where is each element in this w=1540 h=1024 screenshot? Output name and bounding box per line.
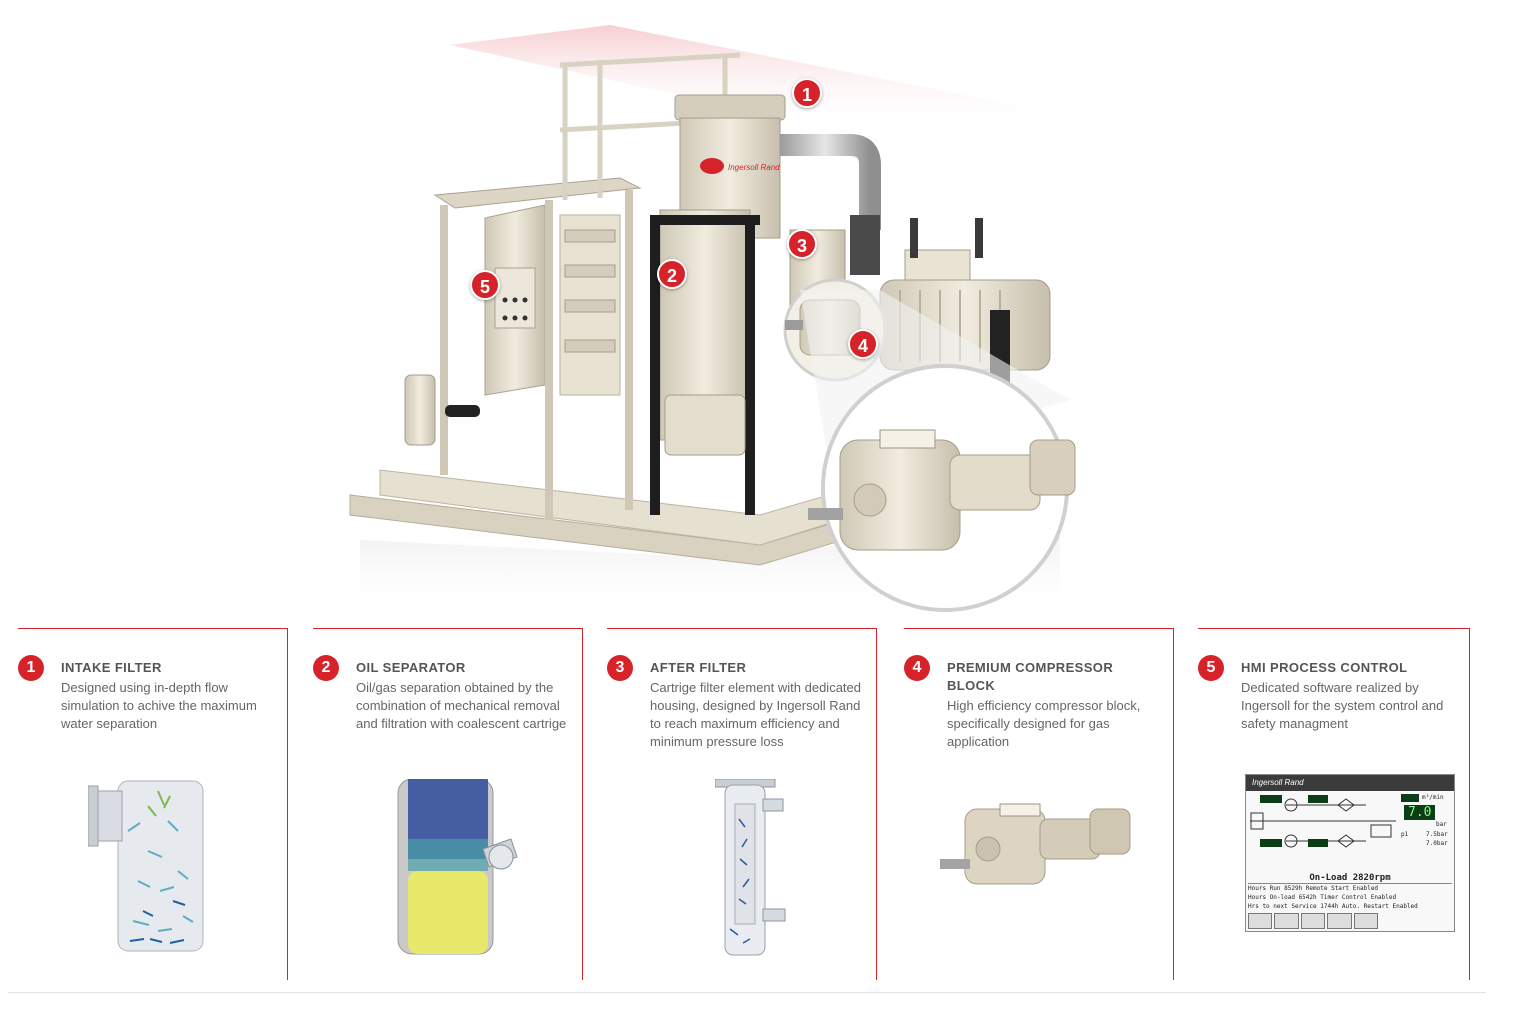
hmi-readout [1308, 839, 1328, 847]
callout-3[interactable]: 3 [787, 229, 817, 259]
hmi-set-high: 7.5bar [1426, 831, 1448, 838]
callout-5[interactable]: 5 [470, 270, 500, 300]
hmi-p1-label: p1 [1401, 831, 1409, 838]
feature-description: Designed using in-depth flow simulation … [61, 680, 257, 731]
hmi-tab-bar [1248, 913, 1379, 929]
compressor-package-illustration: Ingersoll Rand [349, 25, 1076, 620]
hmi-tab-chart[interactable] [1274, 913, 1299, 929]
hmi-info-row: Hours On-load 6542h Timer Control Enable… [1248, 894, 1397, 901]
feature-panels: 1 INTAKE FILTER Designed using in-depth … [0, 628, 1540, 983]
feature-title: HMI PROCESS CONTROL [1241, 660, 1408, 675]
feature-number-badge: 5 [1198, 655, 1224, 681]
hero-illustration: Ingersoll Rand [349, 25, 1076, 620]
hmi-info-row: Hours Run 8529h Remote Start Enabled [1248, 885, 1379, 892]
hmi-tab-settings[interactable] [1327, 913, 1352, 929]
hmi-info-row: Hrs to next Service 1744h Auto. Restart … [1248, 903, 1418, 910]
feature-panel-intake-filter: 1 INTAKE FILTER Designed using in-depth … [18, 628, 288, 980]
vessel-logo-text: Ingersoll Rand [728, 163, 780, 172]
feature-panel-hmi-process-control: 5 HMI PROCESS CONTROL Dedicated software… [1198, 628, 1470, 980]
hmi-tab-lock[interactable] [1353, 913, 1379, 929]
hmi-pressure-value: 7.0 [1404, 805, 1436, 820]
hmi-tab-list[interactable] [1300, 913, 1326, 929]
feature-description: Dedicated software realized by Ingersoll… [1241, 680, 1444, 731]
callout-4[interactable]: 4 [848, 329, 878, 359]
hmi-flow-unit: m³/min [1422, 794, 1444, 801]
hmi-header: Ingersoll Rand [1246, 775, 1454, 791]
hmi-screen: Ingersoll Rand [1245, 774, 1455, 932]
feature-description: High efficiency compressor block, specif… [947, 698, 1141, 749]
feature-description: Oil/gas separation obtained by the combi… [356, 680, 567, 731]
hmi-flow-diagram: m³/min 7.0 bar p1 7.5bar 7.0bar [1246, 791, 1454, 863]
feature-number-badge: 4 [904, 655, 930, 681]
feature-panel-oil-separator: 2 OIL SEPARATOR Oil/gas separation obtai… [313, 628, 583, 980]
feature-panel-compressor-block: 4 PREMIUM COMPRESSOR BLOCK High efficien… [904, 628, 1174, 980]
hmi-set-low: 7.0bar [1426, 840, 1448, 847]
hmi-status: On-Load 2820rpm [1309, 873, 1391, 883]
compressor-block-zoom [808, 429, 1076, 551]
feature-title: AFTER FILTER [650, 660, 747, 675]
callout-1[interactable]: 1 [792, 78, 822, 108]
hmi-info-rows: Hours Run 8529h Remote Start Enabled Hou… [1248, 883, 1452, 911]
hmi-readout [1260, 795, 1282, 803]
compressor-block-image [940, 803, 1131, 885]
hmi-readout [1308, 795, 1328, 803]
feature-number-badge: 2 [313, 655, 339, 681]
bottom-divider [8, 992, 1486, 993]
callout-2[interactable]: 2 [657, 259, 687, 289]
hmi-pressure-unit: bar [1436, 821, 1447, 828]
hmi-readout [1260, 839, 1282, 847]
feature-number-badge: 3 [607, 655, 633, 681]
oil-separator-cutaway-image [397, 779, 518, 955]
feature-title: PREMIUM COMPRESSOR BLOCK [947, 660, 1114, 693]
feature-panel-after-filter: 3 AFTER FILTER Cartrige filter element w… [607, 628, 877, 980]
after-filter-cutaway-image [715, 779, 786, 956]
intake-filter-flow-simulation-image [88, 780, 204, 952]
hmi-tab-home[interactable] [1248, 913, 1273, 929]
hmi-readout [1401, 794, 1419, 802]
feature-title: OIL SEPARATOR [356, 660, 466, 675]
feature-title: INTAKE FILTER [61, 660, 162, 675]
feature-description: Cartrige filter element with dedicated h… [650, 680, 861, 749]
feature-number-badge: 1 [18, 655, 44, 681]
